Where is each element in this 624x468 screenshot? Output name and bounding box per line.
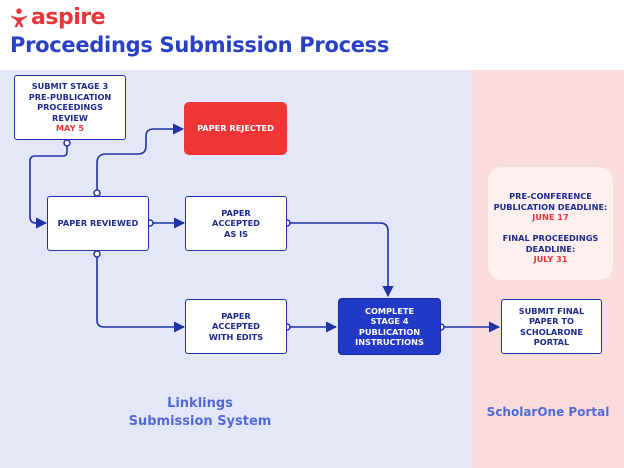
node-paper-rejected: Paper Rejected [184, 102, 287, 155]
node-date: May 5 [55, 123, 85, 134]
deadline-date: June 17 [532, 212, 569, 222]
node-line: Accepted [212, 218, 260, 229]
deadline-line: Final Proceedings [502, 233, 599, 243]
node-line: Paper [221, 310, 251, 321]
node-line: Publication [358, 326, 421, 337]
node-line: As Is [223, 228, 249, 239]
node-submit-final: Submit Final Paper to ScholarOne Portal [501, 299, 602, 354]
deadline-line: Publication Deadline: [493, 201, 608, 212]
node-line: Paper [221, 207, 251, 218]
node-line: Complete [364, 305, 415, 316]
node-line: ScholarOne [520, 326, 583, 337]
deadline-line: Deadline: [525, 243, 576, 254]
node-line: Submit Stage 3 [31, 81, 109, 92]
final-proceedings-deadline: Final Proceedings Deadline: July 31 [488, 233, 613, 265]
node-accepted-as-is: Paper Accepted As Is [185, 196, 287, 251]
node-line: Portal [533, 337, 570, 347]
aspire-figure-icon [10, 8, 28, 28]
node-line: Paper to [529, 316, 574, 326]
node-accepted-with-edits: Paper Accepted With Edits [185, 299, 287, 354]
region-line: Submission System [128, 414, 272, 429]
node-line: Review [52, 112, 88, 123]
linklings-label: Linklings Submission System [110, 395, 290, 431]
node-line: Proceedings [37, 102, 103, 113]
deadline-line: Pre-Conference [509, 191, 592, 201]
node-label: Paper Reviewed [57, 218, 139, 229]
node-line: Pre-Publication [28, 91, 112, 102]
node-line: Instructions [355, 337, 424, 347]
deadline-date: July 31 [533, 254, 568, 264]
node-line: Stage 4 [370, 316, 409, 326]
node-paper-reviewed: Paper Reviewed [47, 196, 149, 251]
deadlines-panel: Pre-Conference Publication Deadline: Jun… [488, 167, 613, 280]
node-label: Paper Rejected [197, 123, 274, 134]
pre-conference-deadline: Pre-Conference Publication Deadline: Jun… [488, 191, 613, 223]
node-line: Accepted [212, 321, 260, 332]
brand-logo: aspire [8, 5, 106, 30]
brand-name: aspire [31, 5, 106, 30]
node-submit-stage3: Submit Stage 3 Pre-Publication Proceedin… [14, 75, 126, 140]
page-title: Proceedings Submission Process [10, 33, 390, 57]
scholarone-label: ScholarOne Portal [486, 405, 610, 419]
node-line: Submit Final [518, 305, 585, 316]
region-line: Linklings [167, 396, 233, 411]
node-line: With Edits [208, 331, 264, 342]
node-complete-stage4: Complete Stage 4 Publication Instruction… [338, 298, 441, 355]
